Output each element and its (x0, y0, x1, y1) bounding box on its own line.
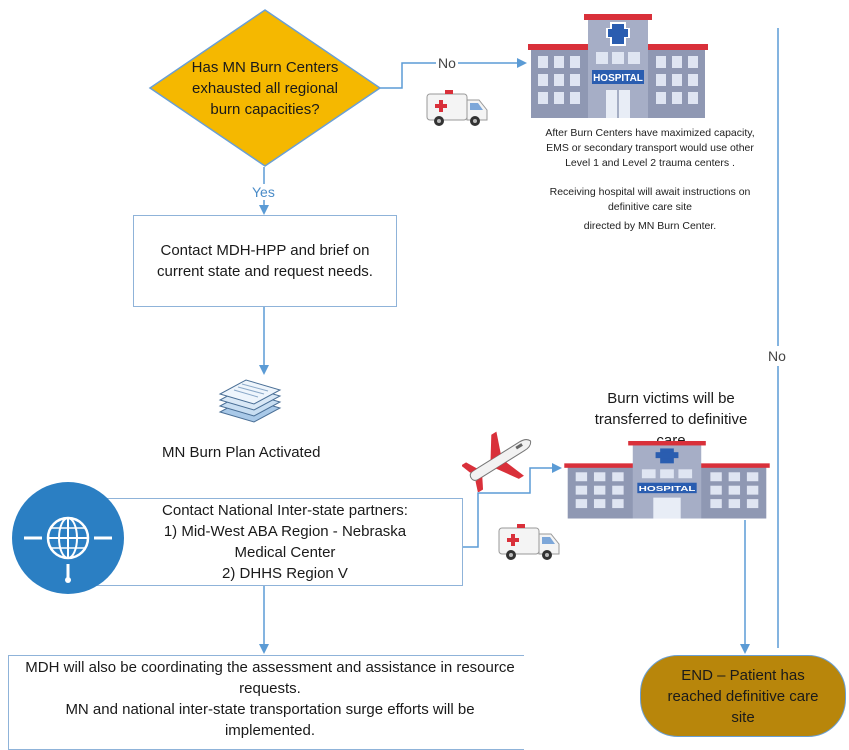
contact-mdh-box: Contact MDH-HPP and brief on current sta… (133, 215, 397, 307)
airplane-icon (462, 431, 532, 492)
national-line3: Medical Center (234, 544, 336, 561)
hospital-note: After Burn Centers have maximized capaci… (540, 126, 760, 234)
mdh-line2: MN and national inter-state transportati… (65, 701, 475, 739)
end-terminator: END – Patient has reached definitive car… (640, 655, 846, 737)
hospital-sign-2: HOSPITAL (639, 485, 696, 494)
burn-plan-label: MN Burn Plan Activated (162, 444, 321, 461)
mdh-line1: MDH will also be coordinating the assess… (25, 659, 515, 697)
no-label-right: No (766, 346, 788, 366)
hospital-sign: HOSPITAL (593, 73, 643, 84)
decision-diamond (148, 9, 382, 167)
ambulance-icon-2 (498, 524, 560, 560)
ambulance-icon (426, 90, 488, 126)
documents-icon (218, 379, 282, 423)
hospital-note-line2: Receiving hospital will await instructio… (549, 186, 751, 213)
decision-text: Has MN Burn Centers exhausted all region… (191, 58, 339, 118)
yes-label: Yes (250, 184, 277, 200)
mdh-coordination-box (8, 655, 524, 750)
national-line2: 1) Mid-West ABA Region - Nebraska (163, 523, 407, 540)
hospital-note-line3: directed by MN Burn Center. (583, 220, 717, 232)
no-connector (380, 58, 527, 89)
national-partners-text: Contact National Inter-state partners: 1… (110, 500, 460, 584)
hospital-note-line1: After Burn Centers have maximized capaci… (545, 127, 755, 169)
national-line1: Contact National Inter-state partners: (162, 502, 408, 519)
hospital-icon-2: HOSPITAL (564, 440, 770, 519)
victims-text: Burn victims will be transferred to defi… (594, 390, 748, 449)
national-partners-box (70, 498, 463, 586)
national-to-hospital-connector (463, 463, 562, 548)
no-label-top: No (436, 55, 458, 71)
national-line4: 2) DHHS Region V (222, 565, 348, 582)
mdh-coordination-text: MDH will also be coordinating the assess… (20, 657, 520, 741)
hospital-icon: HOSPITAL (528, 14, 708, 118)
globe-icon (12, 482, 124, 594)
